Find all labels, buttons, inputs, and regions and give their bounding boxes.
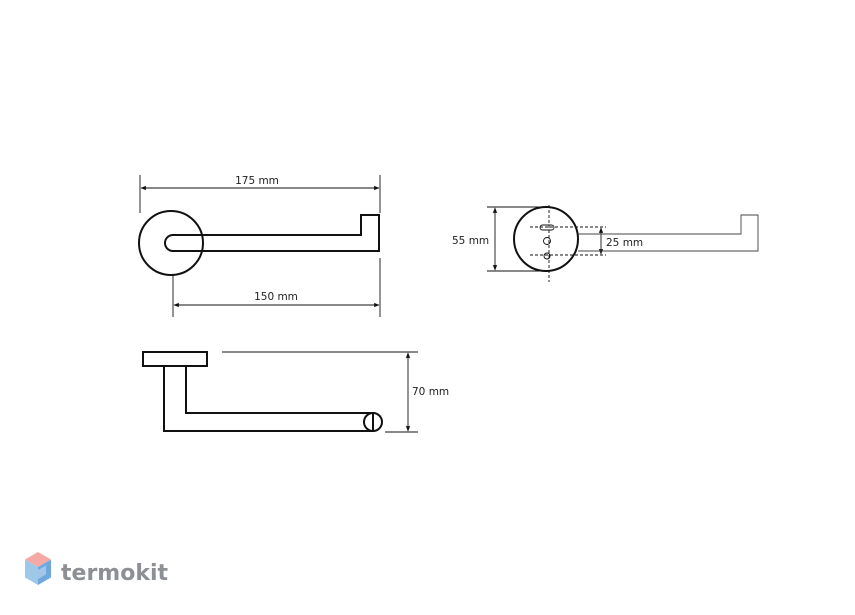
- side-view: 70 mm: [142, 351, 449, 433]
- brand-name: termokit: [61, 561, 168, 586]
- mounting-slot-top: [539, 224, 555, 231]
- wall-rosette: [138, 210, 204, 276]
- dimension-label-70: 70 mm: [412, 386, 449, 398]
- rosette-face: [513, 206, 579, 272]
- dimension-label-175: 175 mm: [235, 175, 279, 187]
- holder-arm: [164, 214, 380, 252]
- brand-logo: termokit: [25, 552, 168, 586]
- cube-icon: [25, 552, 51, 585]
- mounting-hole-bottom: [543, 252, 551, 260]
- base-plate: [142, 351, 208, 367]
- arm-outline: [578, 214, 759, 252]
- center-hole: [543, 237, 551, 245]
- dimension-label-150: 150 mm: [254, 291, 298, 303]
- top-view: 175 mm 150 mm: [138, 175, 381, 317]
- dimension-label-55: 55 mm: [452, 235, 489, 247]
- dimension-label-25: 25 mm: [606, 237, 643, 249]
- holder-post-arm: [163, 366, 374, 432]
- front-view: 55 mm 25 mm: [452, 205, 759, 282]
- arm-end-cap: [363, 412, 383, 432]
